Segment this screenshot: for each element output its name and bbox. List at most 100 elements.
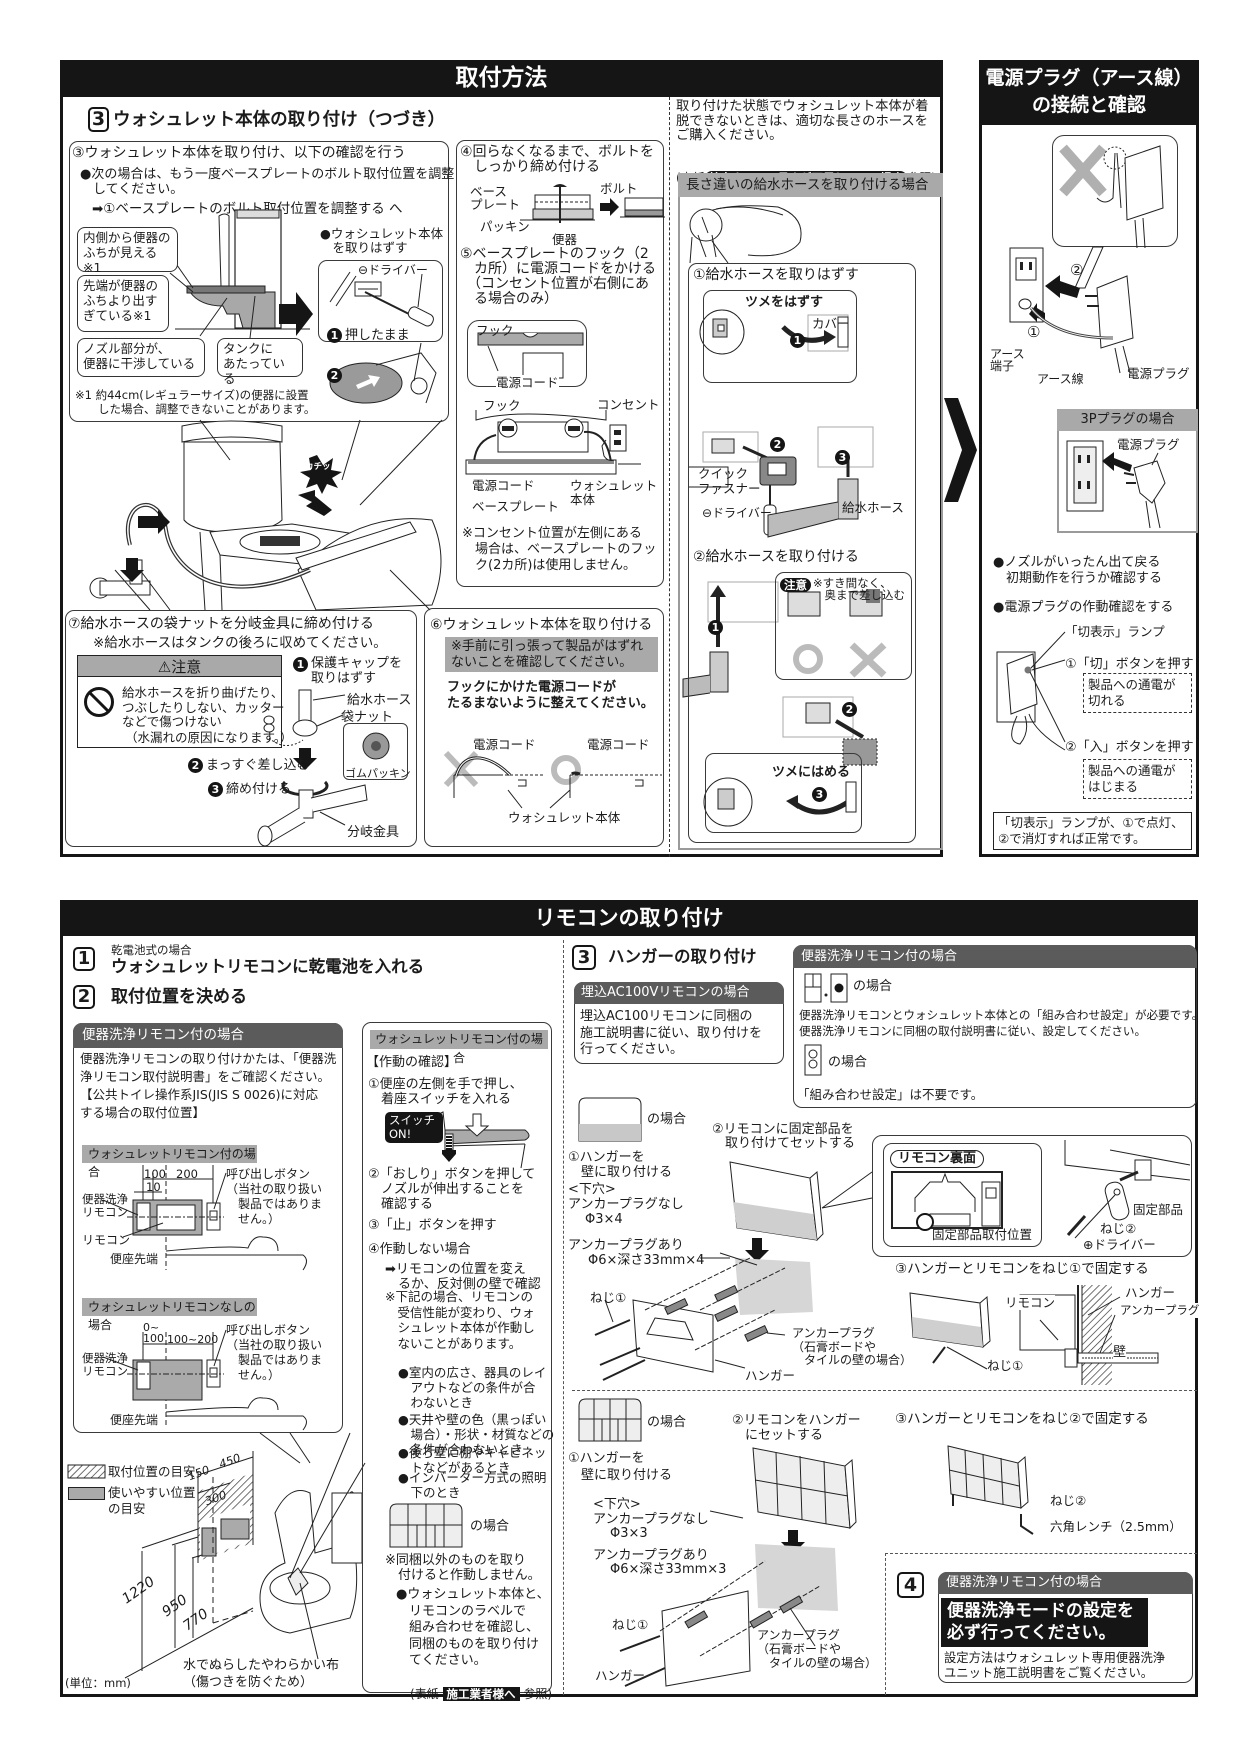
hook-label: フック <box>483 398 521 413</box>
anchor-plug-label: アンカープラグ <box>1120 1303 1200 1318</box>
bolt-hook-box <box>456 140 664 587</box>
hose-connect-illustration <box>257 689 368 847</box>
attach-body-highlight: ※手前に引っ張って製品がはずれ ないことを確認してください。 <box>445 637 658 672</box>
earth-terminal-label: アース 端子 <box>990 347 1025 373</box>
condition-item: ●室内の広さ、器具のレイ アウトなどの条件が合 わないとき <box>398 1365 547 1410</box>
screw-1-label: ねじ① <box>987 1358 1024 1373</box>
callout-pointer <box>821 1171 873 1209</box>
step-marker: 2 <box>188 758 203 773</box>
base-plate-label-2: ベースプレート <box>472 499 559 514</box>
inset-hook-label: フック <box>476 323 514 338</box>
next-arrow-icon <box>944 398 977 502</box>
cover-label: カバー <box>812 316 850 331</box>
step3-title: ハンガーの取り付け <box>608 947 757 966</box>
dim-100-200: 100~200 <box>167 1333 219 1346</box>
cord-slack-diagram <box>443 750 662 809</box>
three-pin-plug-illustration <box>1066 440 1166 529</box>
off-button-action: ①「切」ボタンを押す <box>1065 657 1194 672</box>
install-section-title: 取付方法 <box>60 60 943 97</box>
step-marker: 1 <box>708 620 723 635</box>
three-pin-header: 3Pプラグの場合 <box>1057 409 1198 431</box>
bad-connection-callout <box>1052 135 1178 247</box>
hose-remove-box <box>688 263 916 843</box>
call-button-label: 呼び出しボタン （当社の取り扱い 製品ではありま せん。） <box>226 1323 323 1382</box>
without-remote-label: ウォシュレットリモコンなしの場合 <box>82 1298 257 1332</box>
step-marker: 3 <box>812 787 827 802</box>
usable-area-legend: 使いやすい位置 の目安 <box>108 1485 196 1516</box>
no-anchor-label: アンカープラグなし <box>593 1512 709 1527</box>
step-marker: 1 <box>327 328 342 343</box>
multi-button-remote-icon <box>389 1503 463 1548</box>
toilet-label: 便器 <box>552 232 578 247</box>
arrow-right-icon <box>279 292 313 336</box>
caution-text: 給水ホースを折り曲げたり、 つぶしたりしない、カッター などで傷つけない <box>122 685 285 729</box>
wall-label: 壁 <box>1113 1345 1127 1360</box>
tighten-label: 締め付ける <box>226 782 292 797</box>
washlet-remote-label: ウォシュレットリモコン付の場合 <box>370 1030 548 1065</box>
caution-text: ※すき間なく、 奥まで差し込む <box>813 576 905 602</box>
seat-switch-illustration <box>429 1111 530 1169</box>
flat-remote-icon <box>578 1097 642 1142</box>
hanger-b-step1: ①ハンガーを 壁に取り付ける <box>568 1451 673 1483</box>
step-marker: 2 <box>327 368 342 383</box>
case-label: の場合 <box>647 1415 687 1430</box>
case-label: の場合 <box>647 1112 687 1127</box>
flush-mode-highlight: 便器洗浄モードの設定を 必ず行ってください。 <box>941 1598 1148 1647</box>
no-anchor-size: Φ3×3 <box>610 1526 648 1541</box>
condition-item: ●後ろ壁に棚やキャビネッ トなどがあるとき <box>398 1445 547 1475</box>
label-check-bullet: ●ウォシュレット本体と、 リモコンのラベルで 組み合わせを確認し、 同梱のものを… <box>396 1587 550 1668</box>
remove-heading: ●ウォシュレット本体 を取りはずす <box>320 226 444 255</box>
check-step-2: ②「おしり」ボタンを押して ノズルが伸出することを 確認する <box>368 1167 536 1212</box>
remote-label: リモコン <box>82 1233 131 1247</box>
condition-item: ●インバーター方式の照明 下のとき <box>398 1470 547 1500</box>
fixing-part-label: 固定部品 <box>1133 1202 1184 1217</box>
step2-title: 取付位置を決める <box>111 987 247 1007</box>
callout-tank-contact: タンクに あたっている <box>217 338 303 386</box>
ref-suffix: 参照) <box>523 1687 553 1701</box>
mounting-height-diagram <box>124 1432 366 1679</box>
install-area-legend: 取付位置の目安 <box>108 1464 196 1479</box>
step-number-1: 1 <box>73 947 95 971</box>
case-label: の場合 <box>853 979 893 994</box>
seat-removal-illustration <box>329 342 437 404</box>
cord-label-ng: 電源コード <box>473 737 536 752</box>
hanger-b-step3: ③ハンガーとリモコンをねじ②で固定する <box>895 1411 1149 1427</box>
hanger-divider <box>572 1390 1197 1391</box>
hose-attach-heading: ②給水ホースを取り付ける <box>693 549 859 565</box>
check-step-3: ③「止」ボタンを押す <box>368 1218 497 1233</box>
hose-connect-sub: ※給水ホースはタンクの後ろに収めてください。 <box>93 635 387 651</box>
washlet-body-label: ウォシュレット 本体 <box>570 478 658 507</box>
check-bullet: ●次の場合は、もう一度ベースプレートのボルト取付位置を調整 してください。 <box>80 167 455 197</box>
three-pin-plug-label: 電源プラグ <box>1117 437 1180 452</box>
with-remote-label: ウォシュレットリモコン付の場合 <box>82 1145 257 1179</box>
two-button-remote-icon <box>804 1044 822 1076</box>
column-divider <box>669 97 670 857</box>
claw-release-inset <box>703 290 857 383</box>
no-setting-text: 「組み合わせ設定」は不要です。 <box>797 1087 984 1102</box>
base-plate-label: ベース プレート <box>470 184 521 212</box>
attach-body-box <box>424 608 664 847</box>
callout-seat-overhang: 先端が便器の ふちより出す ぎている※1 <box>77 275 169 332</box>
fixing-part-callout <box>872 1135 1192 1257</box>
caution-badge: 注意 <box>780 578 811 592</box>
attach-body-text: フックにかけた電源コードが たるまないように整えてください。 <box>447 680 654 711</box>
step4-panel <box>885 1553 1197 1695</box>
prohibition-icon <box>84 687 114 717</box>
packing-label: パッキン <box>480 219 530 234</box>
on-button-result: 製品への通電が はじまる <box>1083 759 1192 799</box>
anchor-size: Φ6×深さ33mm×3 <box>610 1562 727 1577</box>
condition-item: ●天井や壁の色（黒っぽい 場合）・形状・材質などの 条件が合わないとき <box>398 1412 555 1457</box>
screw-2-label: ねじ② <box>1100 1221 1137 1236</box>
dim-200: 200 <box>176 1167 198 1181</box>
hanger-a-step1: ①ハンガーを 壁に取り付ける <box>568 1150 673 1180</box>
power-check-summary: 「切表示」ランプが、①で点灯、 ②で消灯すれば正常です。 <box>993 812 1192 850</box>
step-number-2: 2 <box>73 985 95 1009</box>
inset-cord-label: 電源コード <box>496 375 559 390</box>
step-2-marker: ② <box>1070 261 1084 279</box>
claw-fit-inset <box>705 753 862 833</box>
hanger-label: ハンガー <box>595 1668 646 1683</box>
hanger-a-step2: ②リモコンに固定部品を 取り付けてセットする <box>712 1122 856 1151</box>
multi-button-remote-icon <box>578 1398 642 1442</box>
claw-release-label: ツメをはずす <box>745 295 824 310</box>
cap-nut-label: 袋ナット <box>341 710 394 725</box>
